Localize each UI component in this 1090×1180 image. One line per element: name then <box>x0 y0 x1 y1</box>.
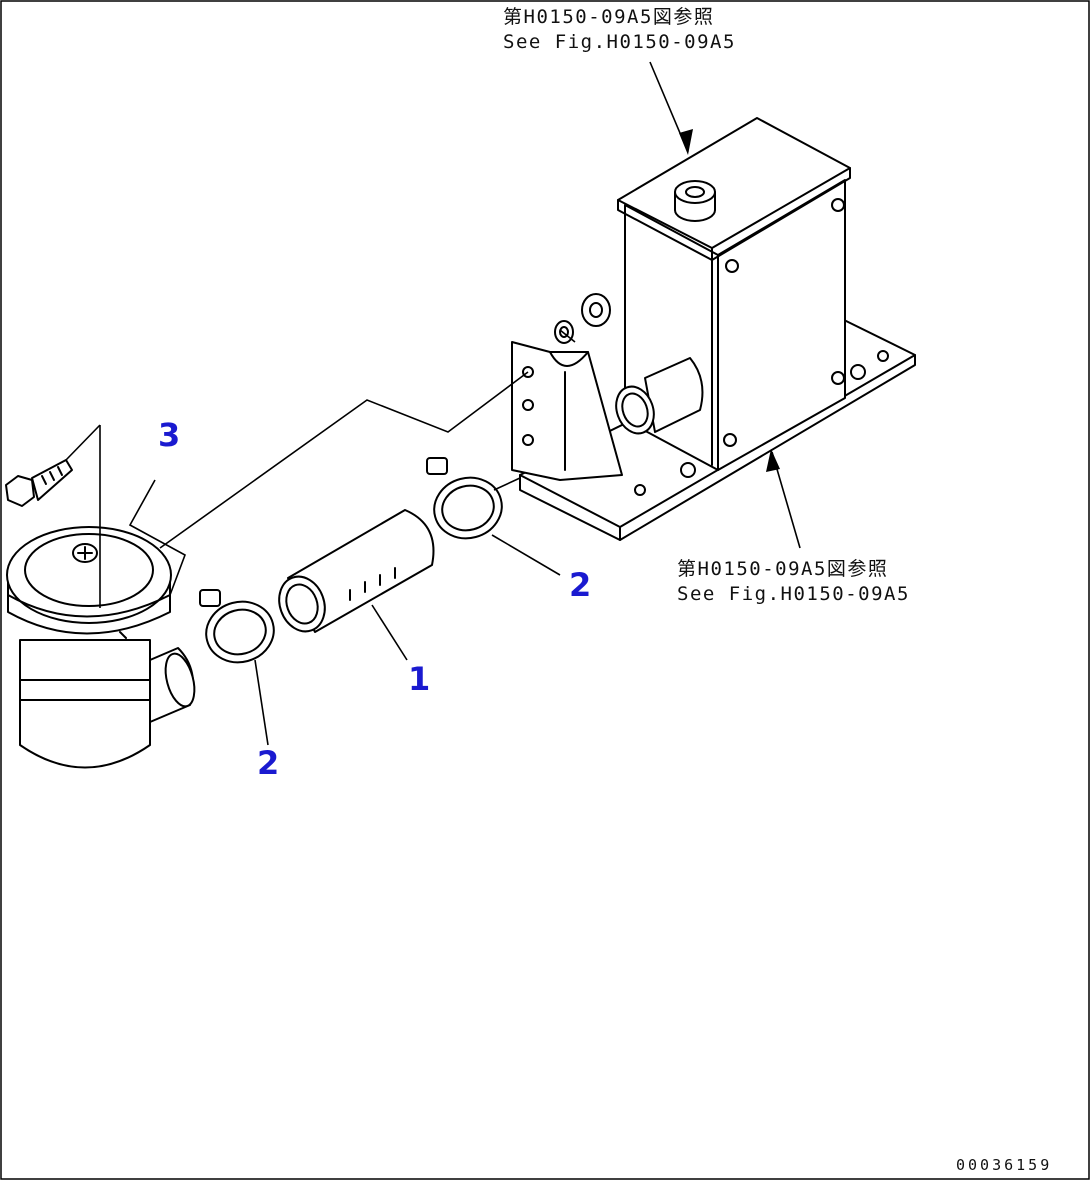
clamp-part-2-right <box>426 457 503 540</box>
reference-note-top-jp: 第H0150-09A5図参照 <box>503 6 715 28</box>
reference-note-right-jp: 第H0150-09A5図参照 <box>677 558 889 580</box>
intake-box-assembly <box>511 117 916 541</box>
air-cleaner-part-3 <box>5 459 196 769</box>
reference-note-top: 第H0150-09A5図参照 See Fig.H0150-09A5 <box>503 5 736 55</box>
callout-3-air-cleaner[interactable]: 3 <box>158 416 181 454</box>
leader-lines <box>65 61 801 746</box>
reference-note-right-en: See Fig.H0150-09A5 <box>677 583 910 605</box>
figure-number: 00036159 <box>956 1156 1053 1174</box>
reference-note-top-en: See Fig.H0150-09A5 <box>503 31 736 53</box>
callout-2-clamp-right[interactable]: 2 <box>569 566 592 604</box>
clamp-part-2-left <box>199 589 275 664</box>
callout-2-clamp-left[interactable]: 2 <box>257 744 280 782</box>
reference-note-right: 第H0150-09A5図参照 See Fig.H0150-09A5 <box>677 557 910 607</box>
hose-part-1 <box>278 509 435 633</box>
callout-1-hose[interactable]: 1 <box>408 660 431 698</box>
mounting-bracket <box>511 341 623 481</box>
